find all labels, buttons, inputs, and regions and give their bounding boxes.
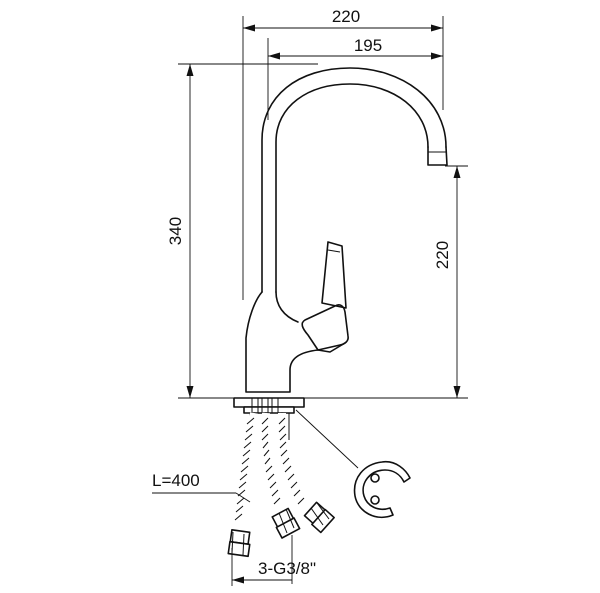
dimension-spout-height-label: 220 xyxy=(433,241,452,269)
dimension-spout-reach-label: 195 xyxy=(354,36,382,55)
faucet-body xyxy=(245,67,448,393)
dimension-195-reach: 195 xyxy=(267,36,443,120)
dimension-340-height: 340 xyxy=(166,63,318,399)
hose-thread-callout: 3-G3/8" xyxy=(231,535,316,586)
hose-length-callout: L=400 xyxy=(152,471,251,503)
supply-hoses xyxy=(227,412,335,558)
mounting-clip-detail xyxy=(295,409,411,519)
hose-thread-label: 3-G3/8" xyxy=(258,559,316,578)
dimension-220-spout-height: 220 xyxy=(300,165,468,399)
dimension-overall-width-label: 220 xyxy=(332,7,360,26)
dimension-220-width: 220 xyxy=(242,7,444,300)
dimension-overall-height-label: 340 xyxy=(166,217,185,245)
hose-length-label: L=400 xyxy=(152,471,200,490)
